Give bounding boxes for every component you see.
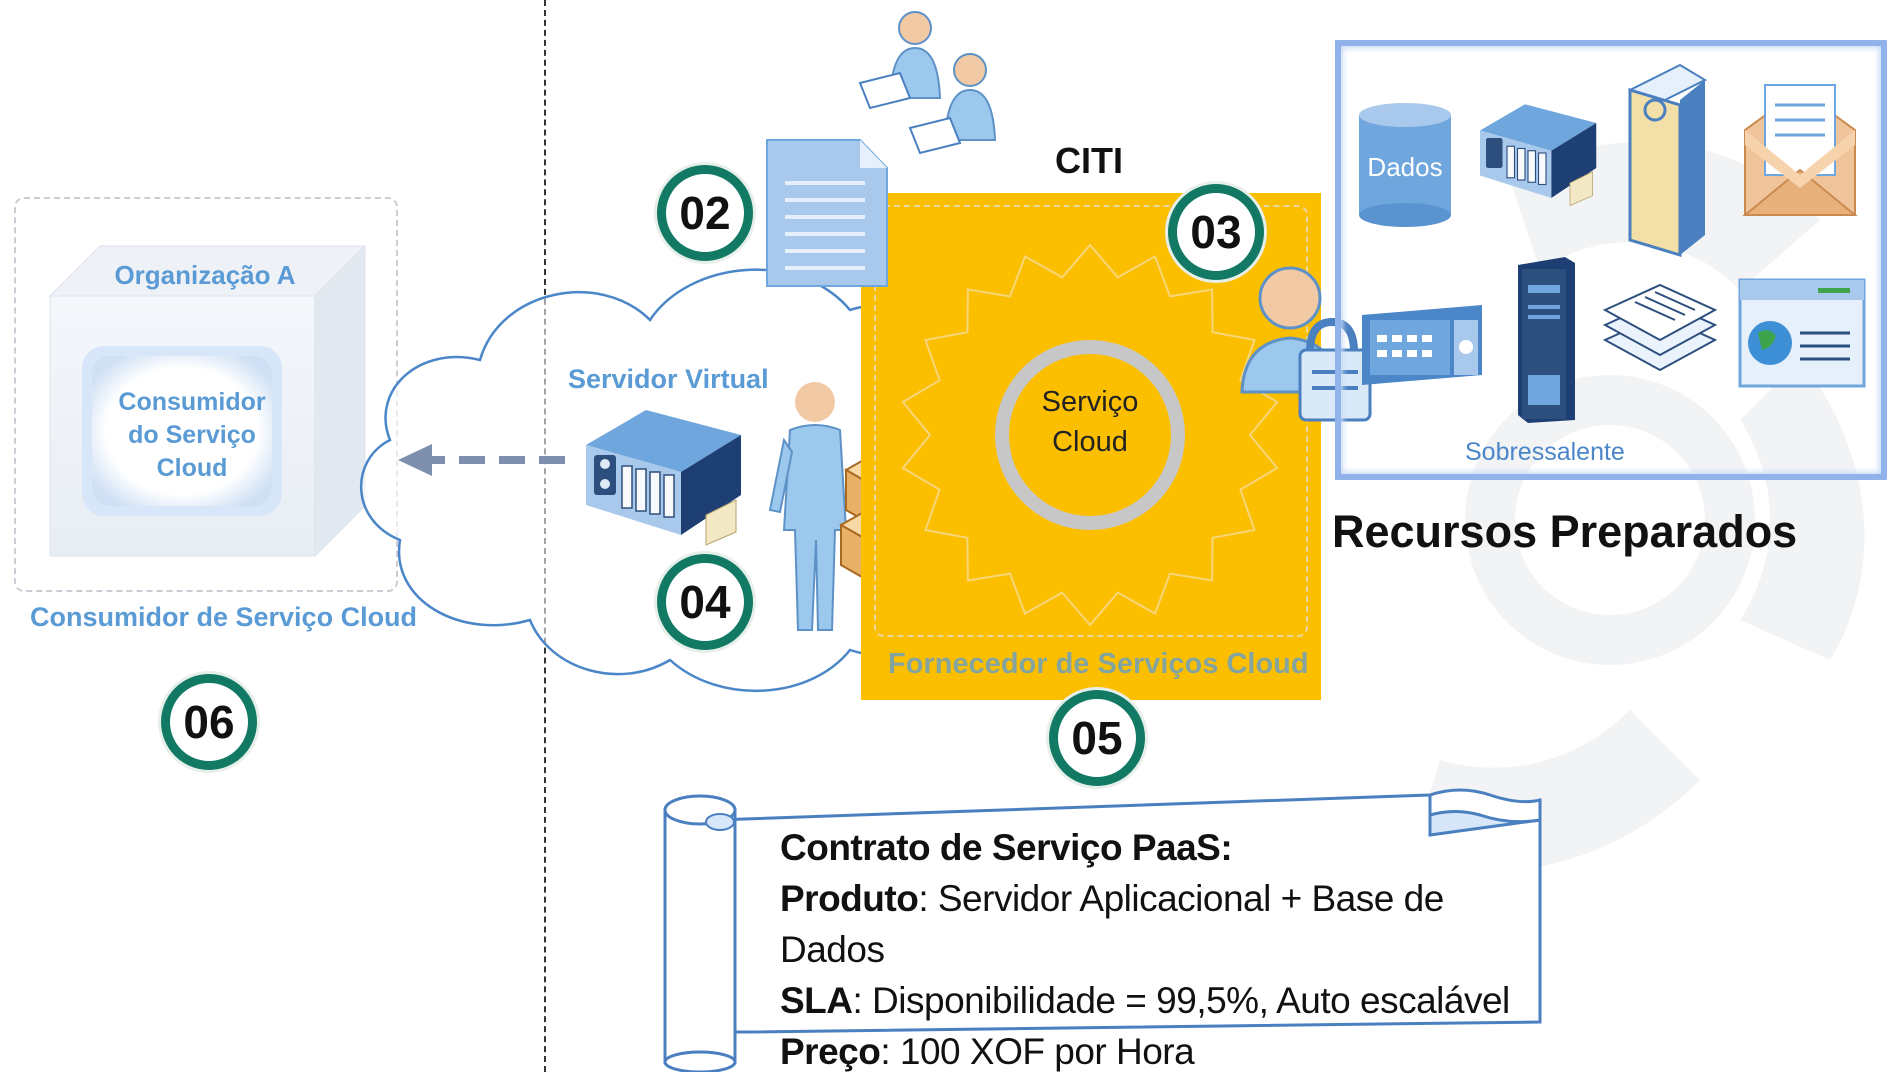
database-label: Dados — [1367, 152, 1443, 182]
contract-product-value: : Servidor Aplicacional + Base de Dados — [780, 878, 1444, 970]
web-page-icon — [1738, 278, 1866, 388]
users-with-documents-icon — [858, 11, 997, 155]
spare-label: Sobressalente — [1465, 438, 1625, 466]
cloud-service-line-1: Serviço — [1041, 386, 1139, 418]
consumer-service-line-3: Cloud — [156, 454, 228, 482]
document-icon — [766, 139, 888, 287]
server-icon — [586, 410, 741, 546]
step-badge-06: 06 — [161, 674, 257, 770]
step-badge-05: 05 — [1049, 690, 1145, 786]
watermark-graphic — [1410, 142, 1865, 872]
tower-server-icon — [1518, 257, 1575, 423]
stacked-documents-icon — [1602, 283, 1718, 372]
prepared-resources-label: Recursos Preparados — [1332, 506, 1798, 557]
service-sun-graphic — [901, 243, 1279, 627]
administrator-icon — [1240, 266, 1372, 422]
contract-scroll — [663, 788, 1542, 1072]
email-icon — [1742, 84, 1858, 216]
prepared-resources-frame — [1335, 40, 1887, 480]
resource-server-icon — [1480, 104, 1597, 207]
contract-title: Contrato de Serviço PaaS: — [780, 827, 1233, 868]
consumer-service-line-1: Consumidor — [118, 388, 266, 416]
organization-box-graphic — [48, 244, 367, 558]
contract-price-value: : 100 XOF por Hora — [880, 1031, 1195, 1072]
cloud-service-consumer-label: Consumidor de Serviço Cloud — [30, 602, 418, 632]
cloud-provider-area — [861, 193, 1321, 700]
database-icon — [1359, 103, 1451, 227]
provider-label: Fornecedor de Serviços Cloud — [888, 648, 1309, 680]
operator-person-icon — [768, 382, 848, 631]
contract-product-label: Produto — [780, 878, 919, 919]
contract-sla-label: SLA — [780, 980, 853, 1021]
request-arrow — [398, 444, 565, 476]
router-icon — [1362, 305, 1482, 385]
contract-sla-value: : Disponibilidade = 99,5%, Auto escaláve… — [852, 980, 1511, 1021]
contract-price-label: Preço — [780, 1031, 881, 1072]
consumer-service-label: Consumidor do Serviço Cloud — [92, 386, 292, 485]
cloud-service-label: Serviço Cloud — [1010, 382, 1170, 462]
step-badge-02: 02 — [657, 165, 753, 261]
consumer-service-line-2: do Serviço — [128, 421, 256, 449]
organization-a-label: Organização A — [114, 260, 296, 290]
step-badge-04: 04 — [657, 554, 753, 650]
virtual-server-label: Servidor Virtual — [568, 364, 769, 394]
cloud-service-line-2: Cloud — [1052, 426, 1128, 458]
step-badge-03: 03 — [1168, 184, 1264, 280]
citi-label: CITI — [1055, 140, 1123, 181]
contract-text: Contrato de Serviço PaaS: Produto: Servi… — [780, 822, 1540, 1077]
manual-icon — [1627, 63, 1708, 258]
